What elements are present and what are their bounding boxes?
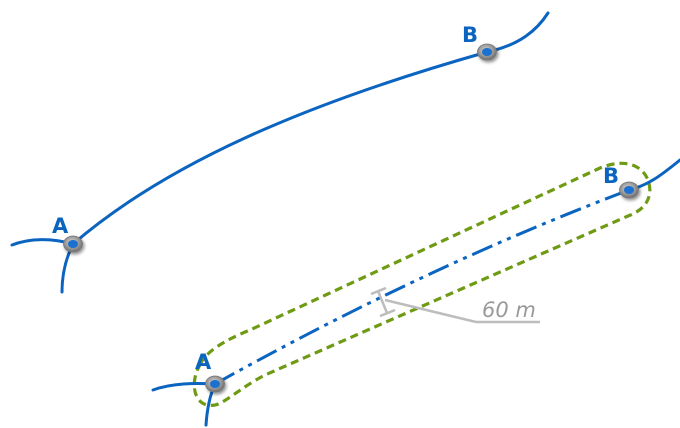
buffered-road-group: 60 m A B [151, 158, 680, 427]
buffered-road-node-a [205, 375, 225, 393]
top-road-node-b [477, 43, 497, 61]
top-road-branch-b [485, 11, 550, 54]
buffer-distance-indicator [370, 286, 540, 324]
buffered-road-label-b: B [603, 164, 619, 188]
buffered-road-node-b [619, 181, 639, 199]
buffer-polygon [192, 161, 652, 407]
buffered-road-label-a: A [195, 350, 212, 374]
top-road-label-a: A [52, 214, 69, 238]
top-road-group: A B [10, 11, 550, 294]
top-road-node-a [63, 235, 83, 253]
top-road-segment [71, 50, 489, 246]
buffered-road-centerline [214, 188, 630, 386]
buffer-distance-label: 60 m [482, 298, 536, 322]
top-road-label-b: B [462, 23, 478, 47]
